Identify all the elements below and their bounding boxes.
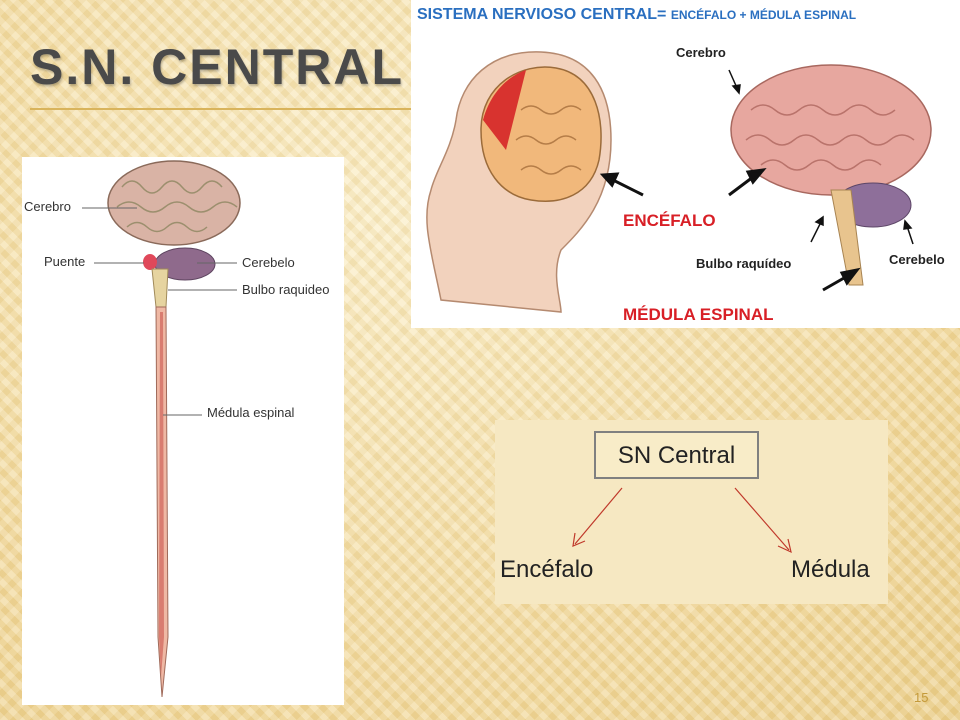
hierarchy-diagram: SN Central Encéfalo Médula [495,420,888,604]
label-puente: Puente [44,254,86,269]
brain-label-encefalo: ENCÉFALO [623,211,716,230]
left-node-label: Encéfalo [500,556,594,583]
slide-number: 15 [914,690,929,705]
brain-label-medula-espinal: MÉDULA ESPINAL [623,305,774,324]
brain-label-bulbo-raquideo: Bulbo raquídeo [696,256,792,271]
heading-sub: ENCÉFALO + MÉDULA ESPINAL [670,8,857,22]
arrow-to-left [574,487,623,545]
brain-label-cerebro: Cerebro [676,45,726,60]
label-medula-espinal: Médula espinal [207,405,295,420]
right-node-label: Médula [791,556,870,583]
label-bulbo-raquideo: Bulbo raquideo [242,282,330,297]
arrow-to-right [734,487,790,551]
brain-label-cerebelo: Cerebelo [889,252,945,267]
slide-title: S.N. CENTRAL [30,39,404,95]
root-node-label: SN Central [617,442,736,469]
spinal-cord-illustration: Cerebro Puente Cerebelo Bulbo raquideo M… [22,157,344,705]
brain-drawing [426,51,932,313]
title-underline [30,108,412,110]
brain-heading: SISTEMA NERVIOSO CENTRAL= ENCÉFALO + MÉD… [417,6,856,24]
brain-illustration: SISTEMA NERVIOSO CENTRAL= ENCÉFALO + MÉD… [411,0,960,328]
spinal-cord-drawing [82,160,241,698]
root-node-box: SN Central [594,431,759,479]
label-cerebelo: Cerebelo [242,255,295,270]
diagram-arrows [572,487,792,554]
heading-main: SISTEMA NERVIOSO CENTRAL= [417,6,667,23]
label-cerebro: Cerebro [24,199,71,214]
